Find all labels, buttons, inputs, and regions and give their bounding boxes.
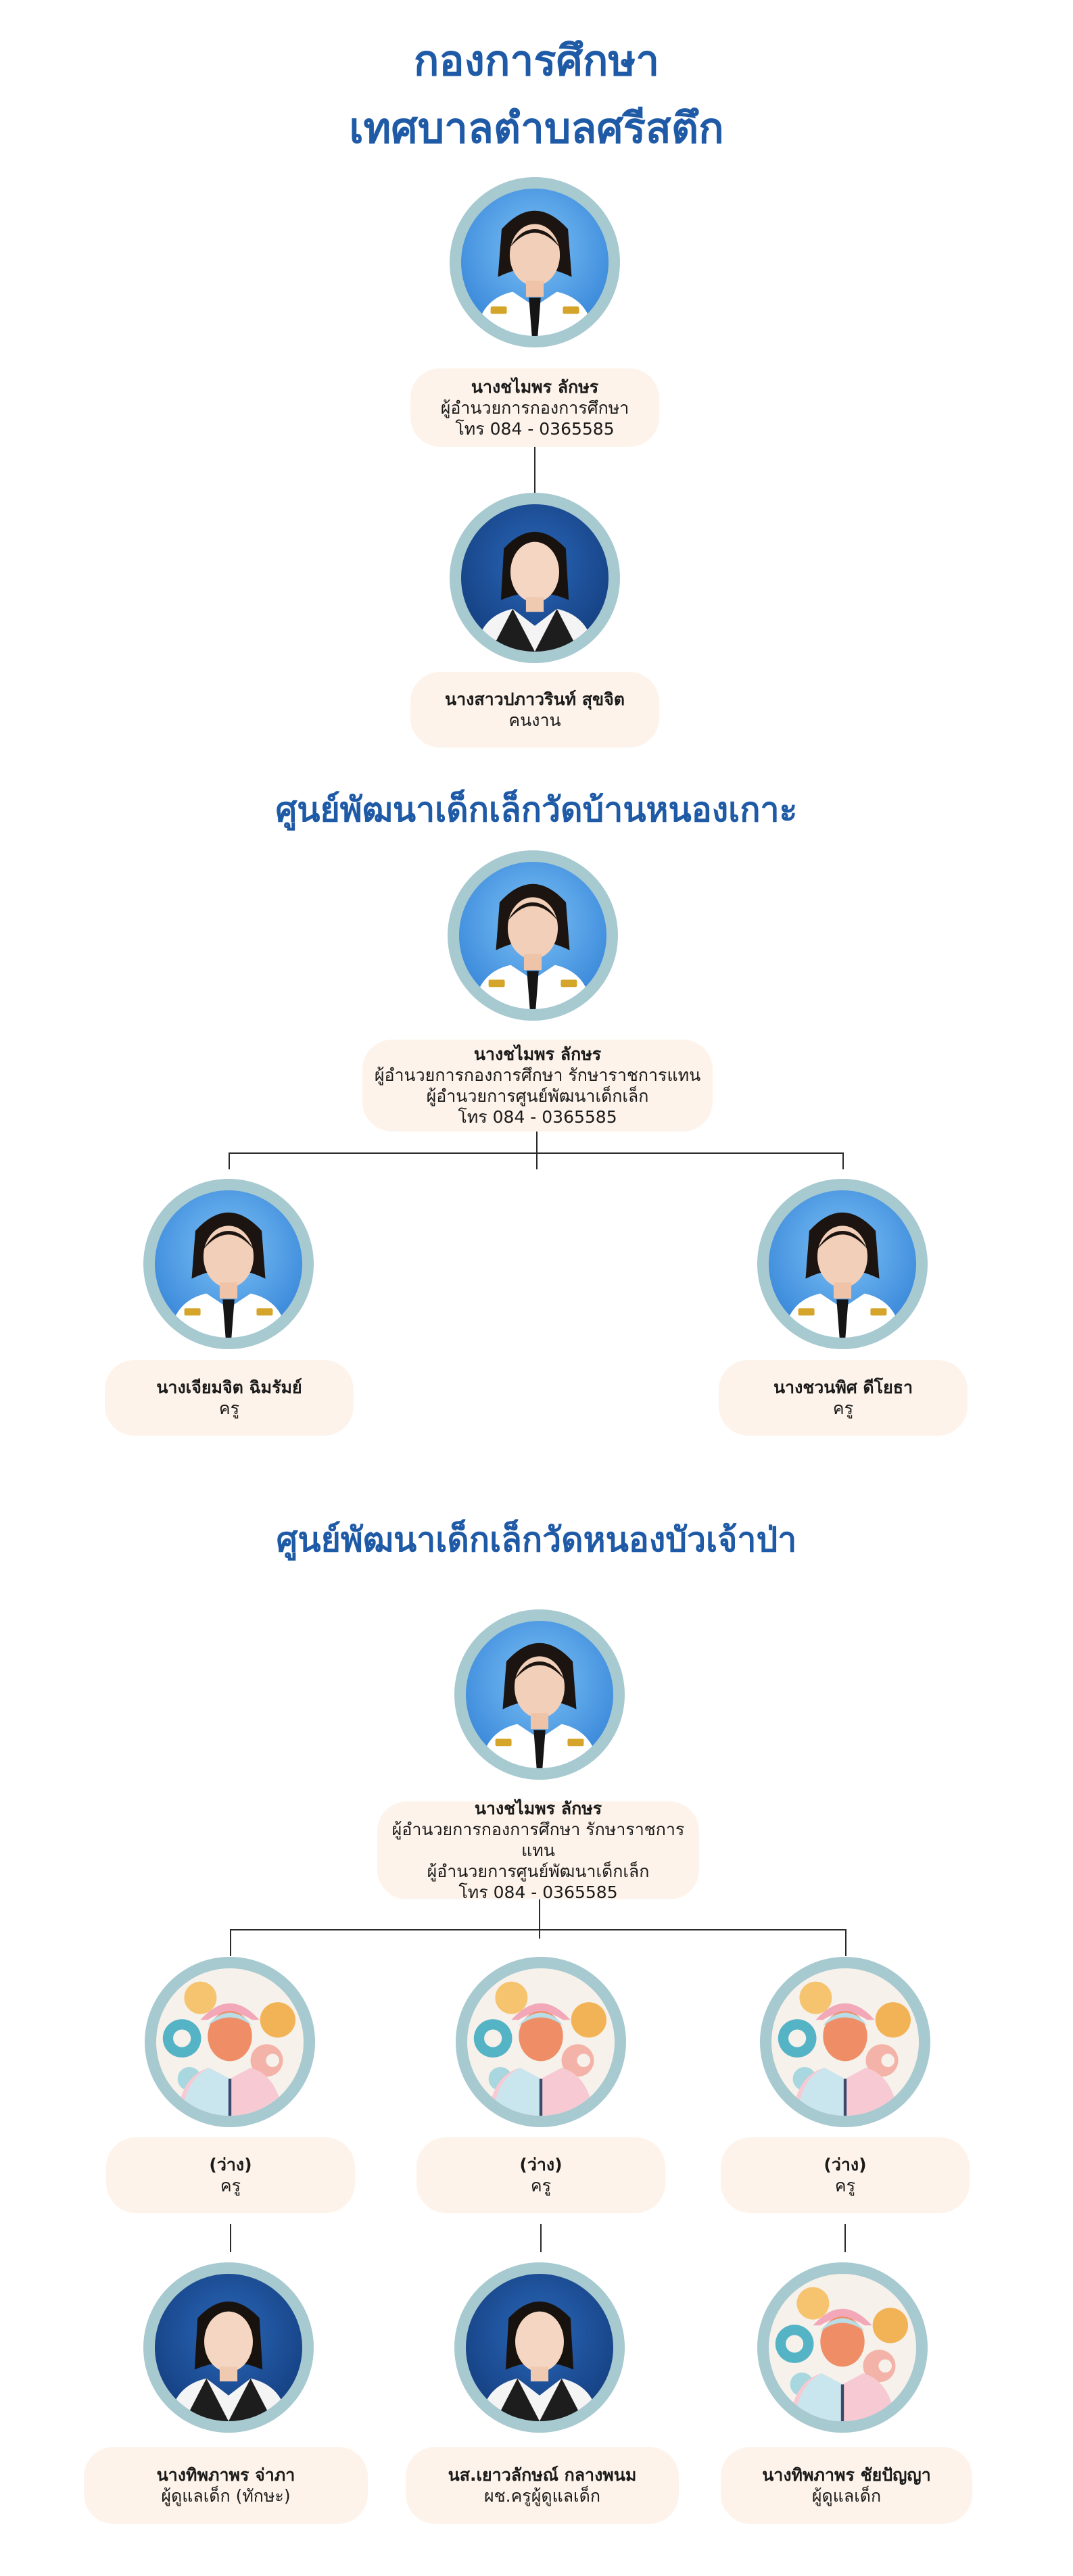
person-photo-icon [459,862,606,1009]
staff-avatar [450,493,620,663]
person-photo-icon [769,1190,916,1338]
center2-head-line1: ผู้อำนวยการกองการศึกษา รักษาราชการแทน [391,1820,685,1860]
center1-head-name: นางชไมพร ลักษร [473,1044,602,1064]
center1-head-phone: โทร 084 - 0365585 [458,1107,617,1127]
center2-caretaker-card: นส.เยาวลักษณ์ กลางพนม ผช.ครูผู้ดูแลเด็ก [406,2447,679,2524]
connector [844,2224,846,2252]
center2-teacher-avatar [456,1957,626,2127]
center2-teacher-avatar [145,1957,315,2127]
center2-caretaker-avatar [143,2262,314,2433]
teacher-position: ครู [530,2176,552,2195]
placeholder-person-icon [771,1968,919,2116]
center2-head-name: นางชไมพร ลักษร [474,1799,602,1818]
teacher-position: ครู [218,1399,240,1418]
placeholder-person-icon [769,2274,916,2421]
connector [540,2224,542,2252]
center2-caretaker-avatar [454,2262,625,2433]
title-line-1: กองการศึกษา [413,36,660,85]
connector [539,1899,540,1939]
center2-teacher-avatar [760,1957,930,2127]
teacher-position: ครู [834,2176,856,2195]
caretaker-name: นส.เยาวลักษณ์ กลางพนม [448,2465,637,2485]
caretaker-position: ผช.ครูผู้ดูแลเด็ก [484,2486,600,2506]
person-photo-icon [155,2274,302,2421]
staff-position: คนงาน [508,710,561,730]
staff-name: นางสาวปภาวรินท์ สุขจิต [444,689,625,709]
center1-head-line1: ผู้อำนวยการกองการศึกษา รักษาราชการแทน [374,1065,701,1085]
center1-head-card: นางชไมพร ลักษร ผู้อำนวยการกองการศึกษา รั… [362,1040,713,1132]
center2-head-phone: โทร 084 - 0365585 [458,1882,618,1902]
director-position: ผู้อำนวยการกองการศึกษา [440,397,629,418]
center2-caretaker-card: นางทิพภาพร ชัยปัญญา ผู้ดูแลเด็ก [721,2447,972,2524]
center1-teacher-card: นางชวนพิศ ดีโยธา ครู [719,1360,968,1436]
connector [229,1152,844,1154]
placeholder-person-icon [467,1968,615,2116]
title-line-2: เทศบาลตำบลศรีสตึก [349,103,724,153]
connector [845,1929,847,1956]
connector [230,2224,231,2252]
teacher-name: นางชวนพิศ ดีโยธา [773,1378,913,1397]
person-photo-icon [155,1190,302,1338]
teacher-position: ครู [832,1399,854,1418]
teacher-position: ครู [220,2176,241,2195]
staff-card: นางสาวปภาวรินท์ สุขจิต คนงาน [410,672,659,748]
connector [534,447,535,493]
connector [536,1132,538,1169]
connector [842,1152,844,1169]
center2-teacher-card: (ว่าง) ครู [106,2137,355,2213]
connector [230,1929,231,1956]
director-name: นางชไมพร ลักษร [471,376,599,397]
caretaker-position: ผู้ดูแลเด็ก (ทักษะ) [161,2486,291,2506]
placeholder-person-icon [156,1968,304,2116]
division-director-card: นางชไมพร ลักษร ผู้อำนวยการกองการศึกษา โท… [410,368,659,447]
teacher-name: (ว่าง) [519,2155,563,2174]
center2-teacher-card: (ว่าง) ครู [721,2137,970,2213]
center1-teacher-card: นางเจียมจิต ฉิมรัมย์ ครู [105,1360,354,1436]
center1-head-avatar [448,850,618,1021]
caretaker-name: นางทิพภาพร ชัยปัญญา [762,2465,931,2485]
teacher-name: (ว่าง) [209,2155,252,2174]
person-photo-icon [466,2274,613,2421]
center2-caretaker-avatar [757,2262,928,2433]
person-photo-icon [461,504,609,652]
teacher-name: (ว่าง) [824,2155,867,2174]
caretaker-position: ผู้ดูแลเด็ก [811,2486,882,2506]
caretaker-name: นางทิพภาพร จ่าภา [156,2465,295,2485]
center2-head-line2: ผู้อำนวยการศูนย์พัฒนาเด็กเล็ก [427,1862,650,1881]
person-photo-icon [461,189,609,336]
center2-head-avatar [454,1609,625,1780]
center1-teacher-avatar [757,1179,928,1349]
center2-head-card: นางชไมพร ลักษร ผู้อำนวยการกองการศึกษา รั… [377,1799,699,1902]
center2-caretaker-card: นางทิพภาพร จ่าภา ผู้ดูแลเด็ก (ทักษะ) [84,2447,368,2524]
center1-head-line2: ผู้อำนวยการศูนย์พัฒนาเด็กเล็ก [426,1086,649,1106]
teacher-name: นางเจียมจิต ฉิมรัมย์ [156,1378,302,1397]
page-title: กองการศึกษา เทศบาลตำบลศรีสตึก [0,27,1073,162]
center2-title: ศูนย์พัฒนาเด็กเล็กวัดหนองบัวเจ้าป่า [276,1520,797,1559]
connector [229,1152,230,1169]
connector [230,1929,847,1930]
person-photo-icon [466,1621,613,1768]
director-phone: โทร 084 - 0365585 [455,418,615,439]
center1-teacher-avatar [143,1179,314,1349]
division-director-avatar [450,177,620,347]
center1-title: ศูนย์พัฒนาเด็กเล็กวัดบ้านหนองเกาะ [275,790,798,829]
center2-teacher-card: (ว่าง) ครู [416,2137,665,2213]
